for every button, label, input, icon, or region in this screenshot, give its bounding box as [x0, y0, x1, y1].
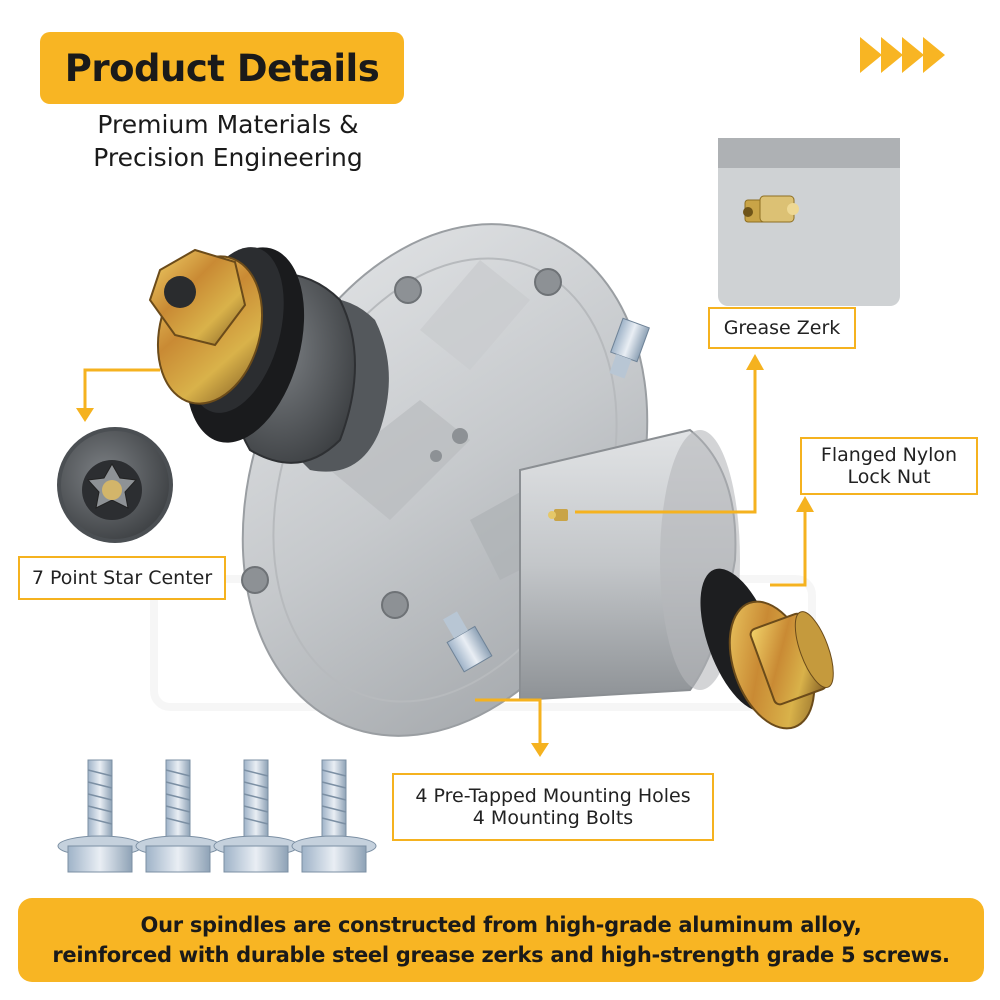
callout-mounting-line-1: 4 Pre-Tapped Mounting Holes — [415, 785, 691, 807]
mounting-hole — [534, 268, 562, 296]
mounting-bolt — [213, 759, 299, 873]
callout-lock-nut: Flanged Nylon Lock Nut — [800, 437, 978, 495]
callout-mounting: 4 Pre-Tapped Mounting Holes 4 Mounting B… — [392, 773, 714, 841]
callout-lock-nut-line-2: Lock Nut — [847, 466, 931, 488]
callout-grease-zerk: Grease Zerk — [708, 307, 856, 349]
callout-star-center: 7 Point Star Center — [18, 556, 226, 600]
chevron-right-icon — [860, 37, 882, 73]
chevron-right-icon — [902, 37, 924, 73]
chevrons-right-icon — [860, 37, 945, 73]
plate-bolt — [443, 611, 493, 673]
callout-star-center-label: 7 Point Star Center — [31, 567, 213, 589]
plate-bolt — [609, 317, 650, 379]
subtitle: Premium Materials & Precision Engineerin… — [40, 108, 416, 174]
chevron-right-icon — [923, 37, 945, 73]
footer-banner: Our spindles are constructed from high-g… — [18, 898, 984, 982]
mounting-hole — [394, 276, 422, 304]
mounting-bolt — [135, 759, 221, 873]
star-center-inset — [57, 427, 173, 543]
grease-zerk-inset — [718, 138, 900, 306]
page-title: Product Details — [64, 46, 380, 90]
grease-zerk-fitting — [548, 509, 568, 521]
chevron-right-icon — [881, 37, 903, 73]
footer-line-1: Our spindles are constructed from high-g… — [140, 913, 862, 937]
lock-nut — [728, 600, 834, 730]
subtitle-line-1: Premium Materials & — [97, 110, 359, 139]
callout-connectors — [83, 368, 807, 745]
footer-line-2: reinforced with durable steel grease zer… — [52, 943, 950, 967]
mounting-hole — [381, 591, 409, 619]
callout-lock-nut-line-1: Flanged Nylon — [820, 444, 958, 466]
title-badge: Product Details — [40, 32, 404, 104]
callout-grease-zerk-label: Grease Zerk — [723, 317, 841, 339]
subtitle-line-2: Precision Engineering — [93, 143, 363, 172]
mounting-hole — [241, 566, 269, 594]
hex-nut — [148, 248, 247, 347]
callout-mounting-line-2: 4 Mounting Bolts — [472, 807, 634, 829]
mounting-bolt — [291, 759, 377, 873]
mounting-bolt — [57, 759, 143, 873]
